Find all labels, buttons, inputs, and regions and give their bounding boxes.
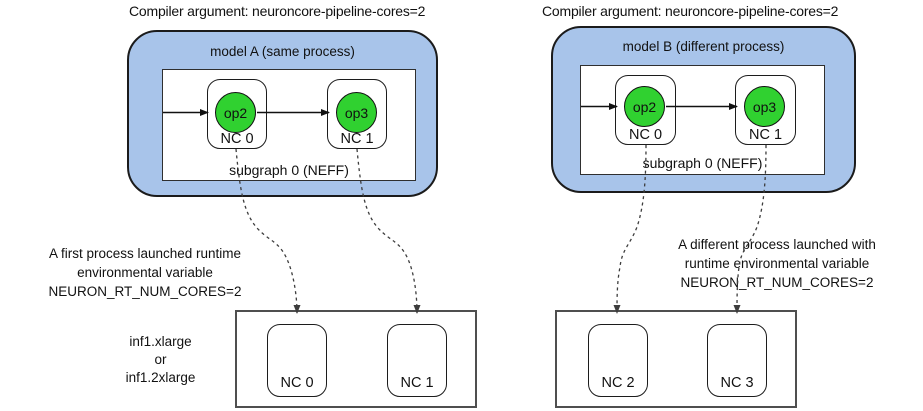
hardware-nc1-label: NC 1	[400, 375, 434, 391]
instance-type-note: inf1.xlarge or inf1.2xlarge	[88, 333, 233, 387]
hardware-nc3-label: NC 3	[720, 375, 754, 391]
compiler-argument-title-a: Compiler argument: neuroncore-pipeline-c…	[129, 3, 426, 19]
hardware-nc3-chip	[707, 324, 767, 397]
hardware-nc0-label: NC 0	[280, 375, 314, 391]
instance-type-line1: inf1.xlarge	[129, 334, 192, 349]
process-note-a-line2: environmental variable	[77, 265, 213, 280]
hardware-nc1-chip	[387, 324, 447, 397]
process-note-a-line3: NEURON_RT_NUM_CORES=2	[48, 284, 242, 299]
hardware-nc2-label: NC 2	[601, 375, 635, 391]
compiler-argument-title-b: Compiler argument: neuroncore-pipeline-c…	[542, 3, 839, 19]
process-note-b-line2: runtime environmental variable	[684, 256, 870, 271]
model-a-nc1-label: NC 1	[340, 131, 374, 147]
model-b-op3-node: op3	[744, 86, 785, 127]
model-a-nc0-label: NC 0	[220, 131, 254, 147]
process-note-b-line3: NEURON_RT_NUM_CORES=2	[680, 275, 874, 290]
model-b-nc1-label: NC 1	[748, 127, 783, 143]
model-b-label: model B (different process)	[622, 39, 785, 54]
process-note-b-line1: A different process launched with	[678, 237, 876, 252]
instance-type-line3: inf1.2xlarge	[125, 370, 196, 385]
hardware-nc0-chip	[267, 324, 327, 397]
model-b-op2-node: op2	[624, 86, 665, 127]
model-a-op2-node: op2	[215, 92, 256, 133]
model-a-label: model A (same process)	[210, 44, 355, 59]
model-b-nc0-label: NC 0	[628, 127, 663, 143]
model-b-subgraph-label: subgraph 0 (NEFF)	[642, 155, 763, 171]
hardware-nc2-chip	[588, 324, 648, 397]
process-note-a-line1: A first process launched runtime	[48, 246, 242, 261]
model-a-op3-node: op3	[336, 92, 377, 133]
process-note-b: A different process launched with runtim…	[651, 235, 903, 292]
process-note-a: A first process launched runtime environ…	[16, 244, 274, 301]
model-a-subgraph-label: subgraph 0 (NEFF)	[229, 162, 349, 178]
instance-type-line2: or	[154, 352, 167, 367]
